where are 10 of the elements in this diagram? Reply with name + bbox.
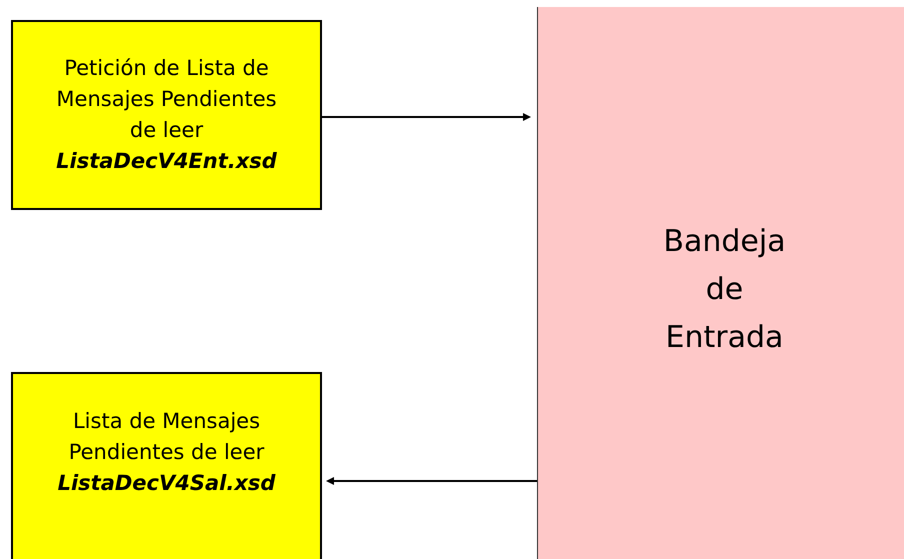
box-title: Bandeja de Entrada	[662, 222, 787, 356]
document-box	[11, 20, 322, 210]
arrow	[326, 477, 537, 485]
box-text: Lista de Mensajes Pendientes de leer	[68, 408, 266, 466]
file-name: ListaDecV4Ent.xsd	[56, 148, 277, 175]
inbox-box	[537, 7, 904, 559]
document-box	[11, 372, 322, 559]
box-text: Petición de Lista de Mensajes Pendientes de leer	[55, 55, 278, 144]
arrow	[322, 113, 531, 121]
file-name: ListaDecV4Sal.xsd	[58, 470, 276, 496]
